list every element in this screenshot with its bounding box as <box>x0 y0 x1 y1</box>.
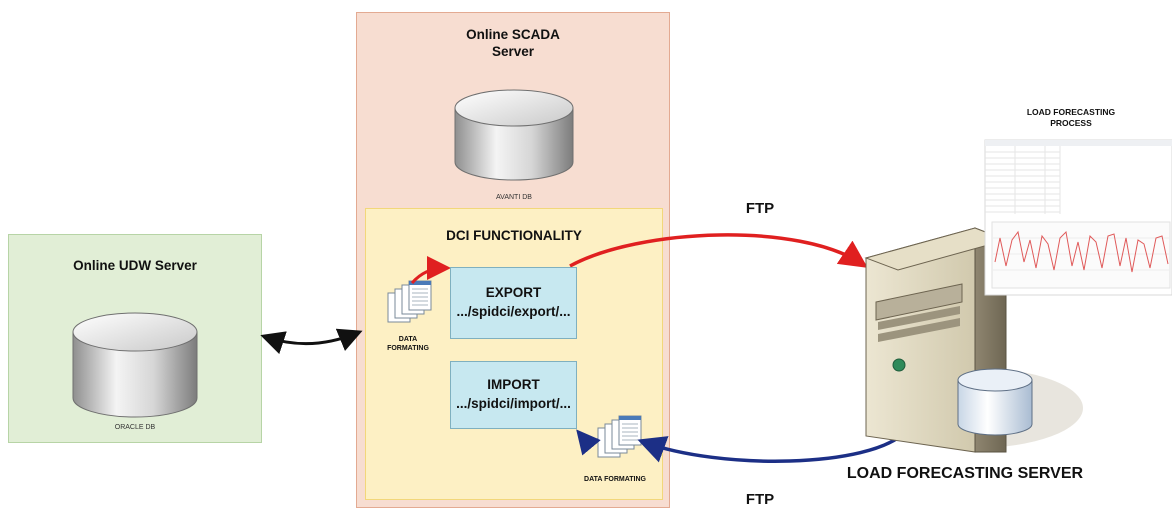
oracle-db-label: ORACLE DB <box>114 424 156 431</box>
export-ftp-arrow <box>569 233 868 268</box>
data-formatting-bottom-icon <box>597 415 642 458</box>
oracle-db-icon <box>72 312 198 418</box>
formatting-to-export-arrow <box>410 256 451 285</box>
data-formatting-top-icon <box>387 280 432 323</box>
import-ftp-arrow <box>637 430 907 463</box>
load-forecasting-server-title: LOAD FORECASTING SERVER <box>846 465 1084 482</box>
export-title: EXPORT <box>485 285 542 300</box>
dci-functionality-title: DCI FUNCTIONALITY <box>446 228 582 243</box>
export-box: EXPORT .../spidci/export/... <box>450 267 577 339</box>
formatting-to-import-arrow <box>576 429 601 456</box>
data-formatting-bottom-label: DATA FORMATING <box>584 476 646 483</box>
import-title: IMPORT <box>487 377 540 392</box>
udw-server-title: Online UDW Server <box>73 258 197 273</box>
import-path: .../spidci/import/... <box>456 396 571 411</box>
import-box: IMPORT .../spidci/import/... <box>450 361 577 429</box>
forecast-process-screenshot <box>984 139 1172 296</box>
export-path: .../spidci/export/... <box>456 304 571 319</box>
avanti-db-label: AVANTI DB <box>496 194 532 201</box>
udw-scada-link-arrow <box>260 328 363 355</box>
scada-server-title: Online SCADA Server <box>466 27 560 59</box>
ftp-bottom-label: FTP <box>745 491 775 508</box>
load-forecasting-process-title: LOAD FORECASTING PROCESS <box>1026 107 1116 128</box>
data-formatting-top-label: DATA FORMATING <box>387 336 429 352</box>
avanti-db-icon <box>454 89 574 181</box>
ftp-top-label: FTP <box>745 200 775 217</box>
